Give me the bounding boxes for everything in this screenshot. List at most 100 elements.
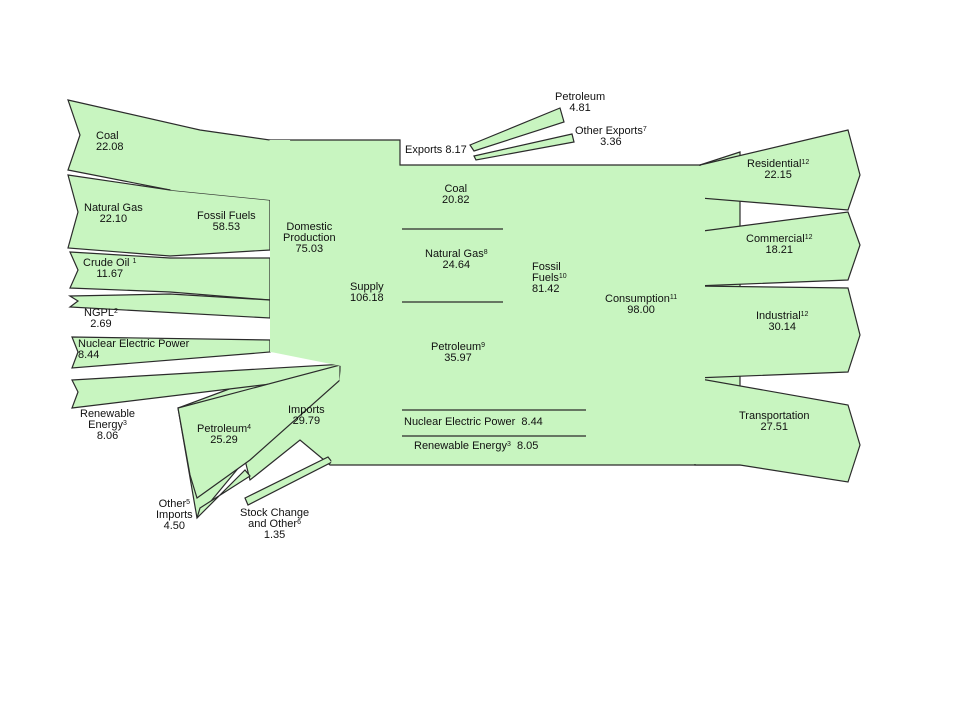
label-core-fossil-sup: 10 <box>558 273 567 280</box>
label-commercial-sup: 12 <box>804 234 813 241</box>
label-crude-oil-sup: 1 <box>132 258 137 265</box>
label-domestic-name1: Domestic <box>286 221 333 233</box>
label-commercial: Commercial12 18.21 <box>746 234 812 256</box>
label-core-coal: Coal 20.82 <box>442 184 470 206</box>
label-domestic-name2: Production <box>283 232 336 244</box>
label-industrial-name: Industrial <box>756 310 801 322</box>
label-imports-name: Imports <box>288 404 325 416</box>
label-supply-value: 106.18 <box>350 292 384 304</box>
label-exports: Exports 8.17 <box>405 145 467 156</box>
label-core-fossil-fuels: Fossil Fuels10 81.42 <box>532 262 567 295</box>
label-fossil-fuels-name: Fossil Fuels <box>197 210 256 222</box>
label-stock-change: Stock Change and Other6 1.35 <box>240 508 309 541</box>
label-core-natural-gas: Natural Gas8 24.64 <box>425 249 488 271</box>
label-domestic-production: Domestic Production 75.03 <box>283 222 336 255</box>
label-coal-name: Coal <box>96 130 119 142</box>
label-core-nuclear-value: 8.44 <box>521 416 543 428</box>
label-stock-change-name2: and Other <box>248 518 298 530</box>
label-natural-gas-name: Natural Gas <box>84 202 143 214</box>
label-consumption: Consumption11 98.00 <box>605 294 677 316</box>
label-ngpl-sup: 2 <box>113 308 118 315</box>
label-imports-petroleum: Petroleum4 25.29 <box>197 424 251 446</box>
label-core-coal-name: Coal <box>444 183 468 195</box>
label-other-imports-sup: 5 <box>186 499 191 506</box>
label-consumption-name: Consumption <box>605 293 670 305</box>
label-ngpl: NGPL2 2.69 <box>84 308 118 330</box>
label-other-exports-sup: 7 <box>642 126 647 133</box>
label-stock-change-name1: Stock Change <box>240 507 310 519</box>
label-renewable-name2: Energy <box>88 419 123 431</box>
label-transportation: Transportation 27.51 <box>739 411 810 433</box>
label-core-fossil-name1: Fossil <box>532 261 561 273</box>
label-commercial-value: 18.21 <box>765 244 793 256</box>
label-renewable-value: 8.06 <box>96 430 119 442</box>
label-exports-petroleum-name: Petroleum <box>555 91 606 103</box>
label-core-petroleum-name: Petroleum <box>431 341 482 353</box>
label-industrial-sup: 12 <box>800 311 809 318</box>
label-fossil-fuels: Fossil Fuels 58.53 <box>197 211 256 233</box>
label-imports-value: 29.79 <box>292 415 321 427</box>
label-consumption-value: 98.00 <box>627 304 655 316</box>
label-stock-change-value: 1.35 <box>263 529 286 541</box>
label-core-renewable-sup: 3 <box>506 441 511 448</box>
label-imports-petroleum-sup: 4 <box>247 424 252 431</box>
label-supply: Supply 106.18 <box>350 282 384 304</box>
label-core-petroleum: Petroleum9 35.97 <box>431 342 485 364</box>
label-coal-value: 22.08 <box>96 141 124 153</box>
label-other-imports-name2: Imports <box>156 509 193 521</box>
label-ngpl-name: NGPL <box>84 307 114 319</box>
label-crude-oil: Crude Oil 1 11.67 <box>83 258 136 280</box>
source-band-renewable <box>71 363 346 409</box>
label-core-fossil-name2: Fuels <box>532 272 559 284</box>
label-transportation-name: Transportation <box>739 410 810 422</box>
label-other-exports-value: 3.36 <box>600 136 622 148</box>
label-nuclear: Nuclear Electric Power 8.44 <box>78 339 189 361</box>
label-crude-oil-value: 11.67 <box>96 268 124 280</box>
label-other-exports-name: Other Exports <box>575 125 643 137</box>
label-imports-petroleum-name: Petroleum <box>197 423 248 435</box>
label-natural-gas-value: 22.10 <box>99 213 128 225</box>
label-residential-sup: 12 <box>801 159 810 166</box>
label-core-renewable: Renewable Energy3 8.05 <box>414 441 538 452</box>
label-core-nuclear-name: Nuclear Electric Power <box>404 416 516 428</box>
label-core-coal-value: 20.82 <box>442 194 470 206</box>
label-exports-petroleum-value: 4.81 <box>569 102 591 114</box>
label-residential: Residential12 22.15 <box>747 159 809 181</box>
sector-band-transportation <box>694 377 861 483</box>
label-core-renewable-name: Renewable Energy <box>414 440 507 452</box>
label-core-renewable-value: 8.05 <box>516 440 539 452</box>
label-nuclear-value: 8.44 <box>78 349 100 361</box>
label-core-gas-name: Natural Gas <box>425 248 484 260</box>
label-fossil-fuels-value: 58.53 <box>212 221 241 233</box>
label-renewable: Renewable Energy3 8.06 <box>80 409 135 442</box>
label-core-petroleum-value: 35.97 <box>444 352 472 364</box>
label-crude-oil-name: Crude Oil <box>83 257 130 269</box>
label-domestic-value: 75.03 <box>295 243 324 255</box>
label-imports: Imports 29.79 <box>288 405 325 427</box>
label-industrial: Industrial12 30.14 <box>756 311 808 333</box>
label-core-nuclear: Nuclear Electric Power 8.44 <box>404 417 543 428</box>
label-exports-value: 8.17 <box>445 144 467 156</box>
label-exports-name: Exports <box>405 144 443 156</box>
label-other-imports-value: 4.50 <box>163 520 186 532</box>
label-transportation-value: 27.51 <box>760 421 789 433</box>
label-core-petroleum-sup: 9 <box>481 342 486 349</box>
label-core-fossil-value: 81.42 <box>532 283 560 295</box>
label-core-gas-value: 24.64 <box>442 259 471 271</box>
label-nuclear-name: Nuclear Electric Power <box>78 338 190 350</box>
label-ngpl-value: 2.69 <box>90 318 112 330</box>
exports-petroleum-band <box>469 107 565 152</box>
label-other-imports-name1: Other <box>158 498 187 510</box>
exports-other-band <box>473 133 575 161</box>
label-imports-petroleum-value: 25.29 <box>210 434 238 446</box>
source-band-nuclear <box>71 336 271 369</box>
label-other-imports: Other5 Imports 4.50 <box>156 499 193 532</box>
label-stock-change-sup: 6 <box>297 519 301 526</box>
label-supply-name: Supply <box>350 281 384 293</box>
label-industrial-value: 30.14 <box>768 321 796 333</box>
label-other-exports: Other Exports7 3.36 <box>575 126 647 148</box>
label-consumption-sup: 11 <box>669 294 678 301</box>
label-residential-value: 22.15 <box>764 169 792 181</box>
label-core-gas-sup: 8 <box>483 249 488 256</box>
label-residential-name: Residential <box>747 158 802 170</box>
